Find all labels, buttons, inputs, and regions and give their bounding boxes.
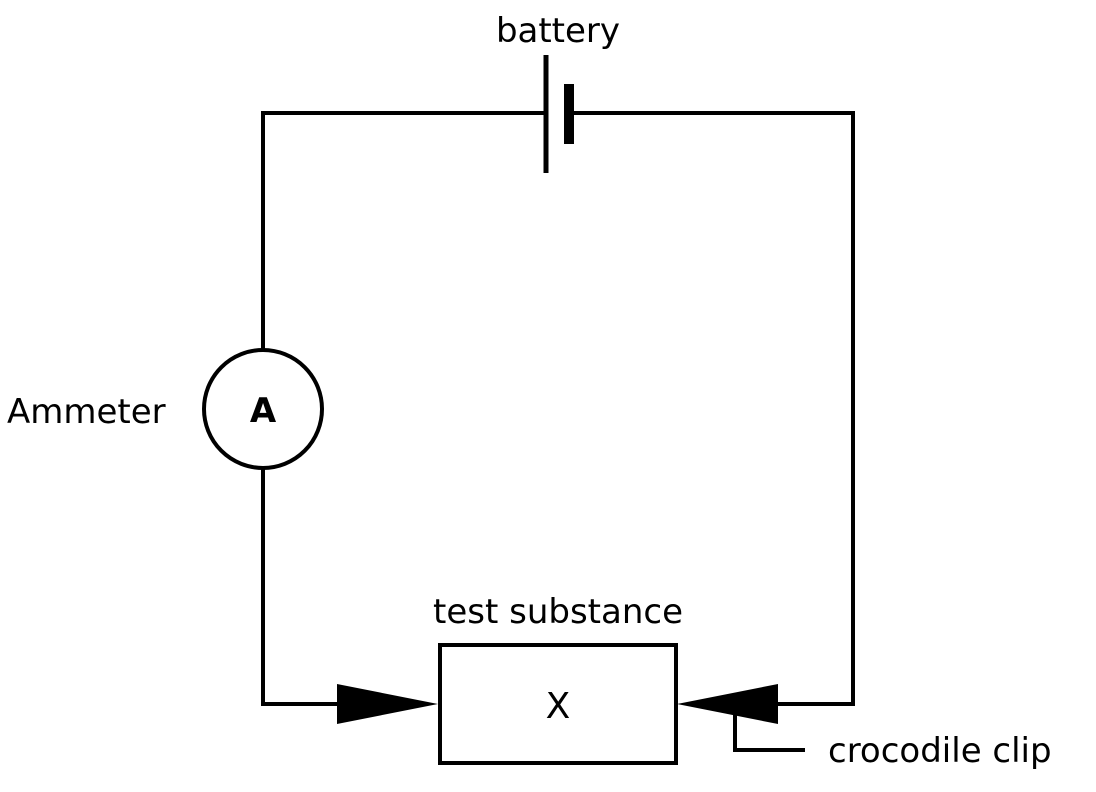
crocodile-clip-label: crocodile clip [828,731,1052,771]
test-substance-box [438,643,678,765]
substance-symbol: X [546,686,571,727]
right-crocodile-clip [677,684,778,724]
crocodile-clip-leader [733,714,805,752]
ammeter: A [202,348,324,470]
test-substance-label: test substance [433,592,683,632]
left-crocodile-clip [337,684,438,724]
ammeter-circle [202,348,324,470]
battery-label: battery [496,11,620,51]
ammeter-symbol: A [250,391,277,431]
battery-symbol [543,55,574,173]
ammeter-label: Ammeter [7,392,166,432]
